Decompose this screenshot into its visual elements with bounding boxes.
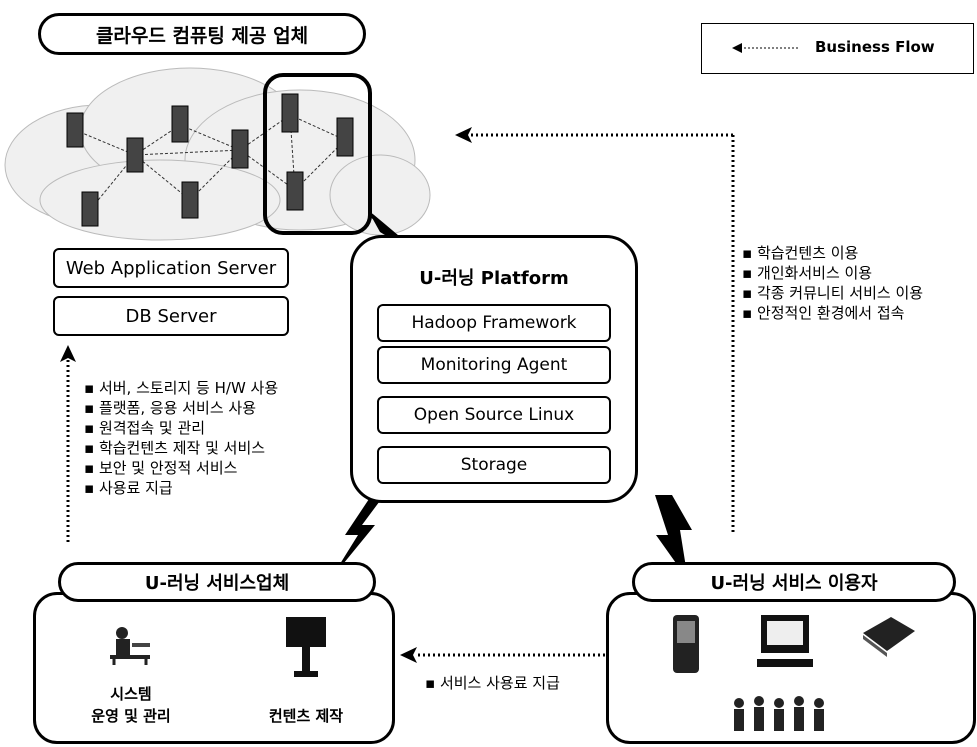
list-item: 원격접속 및 관리: [84, 418, 278, 438]
layer-storage: Storage: [377, 446, 611, 484]
platform-title: U-러닝 Platform: [419, 268, 569, 289]
arrow-head: [455, 127, 472, 143]
layer-open-source-linux: Open Source Linux: [377, 396, 611, 434]
lightning-icon: [330, 490, 388, 580]
company-title: U-러닝 서비스업체: [58, 562, 376, 602]
list-item: 학습컨텐츠 제작 및 서비스: [84, 438, 278, 458]
list-item: 학습컨텐츠 이용: [742, 243, 923, 263]
server-icon: [231, 129, 249, 169]
content-creation-icon: [284, 617, 328, 681]
db-server-box: DB Server: [53, 296, 289, 336]
server-icon: [66, 112, 84, 148]
list-item: 각종 커뮤니티 서비스 이용: [742, 283, 923, 303]
server-icon: [281, 93, 299, 133]
users-group-icon: [729, 695, 839, 731]
arrow-head: [400, 647, 417, 663]
platform-server-group: [263, 73, 372, 235]
cloud-shape: [4, 67, 431, 241]
layer-monitoring-agent: Monitoring Agent: [377, 346, 611, 384]
server-icon: [181, 181, 199, 219]
content-creation-label: 컨텐츠 제작: [268, 707, 344, 725]
list-item: 보안 및 안정적 서비스: [84, 458, 278, 478]
users-title: U-러닝 서비스 이용자: [632, 562, 956, 602]
layer-hadoop-framework: Hadoop Framework: [377, 304, 611, 342]
fee-label: 서비스 사용료 지급: [425, 673, 560, 693]
platform-panel: U-러닝 Platform Hadoop Framework Monitorin…: [350, 235, 638, 503]
list-item: 사용료 지급: [84, 478, 278, 498]
server-icon: [171, 105, 189, 143]
web-application-server-box: Web Application Server: [53, 248, 289, 288]
server-icon: [336, 117, 354, 157]
server-icons: [66, 93, 354, 227]
desktop-computer-icon: [757, 615, 813, 671]
list-item: 서버, 스토리지 등 H/W 사용: [84, 378, 278, 398]
operator-icon: [108, 625, 152, 665]
server-icon: [126, 137, 144, 173]
server-icon: [286, 171, 304, 211]
users-panel: [606, 592, 976, 744]
legend-label: Business Flow: [815, 38, 935, 56]
provider-services-list: 서버, 스토리지 등 H/W 사용 플랫폼, 응용 서비스 사용 원격접속 및 …: [84, 378, 278, 498]
arrow-head: [60, 345, 76, 362]
list-item: 플랫폼, 응용 서비스 사용: [84, 398, 278, 418]
operator-label: 시스템 운영 및 관리: [91, 685, 171, 725]
user-services-list: 학습컨텐츠 이용 개인화서비스 이용 각종 커뮤니티 서비스 이용 안정적인 환…: [742, 243, 923, 323]
business-flow-arrows: [66, 133, 735, 657]
provider-title: 클라우드 컴퓨팅 제공 업체: [38, 13, 366, 55]
lightning-icon: [655, 495, 692, 580]
server-icon: [81, 191, 99, 227]
legend-box: Business Flow: [701, 23, 974, 74]
pda-icon: [671, 615, 701, 673]
company-panel: 시스템 운영 및 관리 컨텐츠 제작: [33, 592, 395, 744]
laptop-icon: [859, 617, 919, 657]
list-item: 안정적인 환경에서 접속: [742, 303, 923, 323]
list-item: 개인화서비스 이용: [742, 263, 923, 283]
